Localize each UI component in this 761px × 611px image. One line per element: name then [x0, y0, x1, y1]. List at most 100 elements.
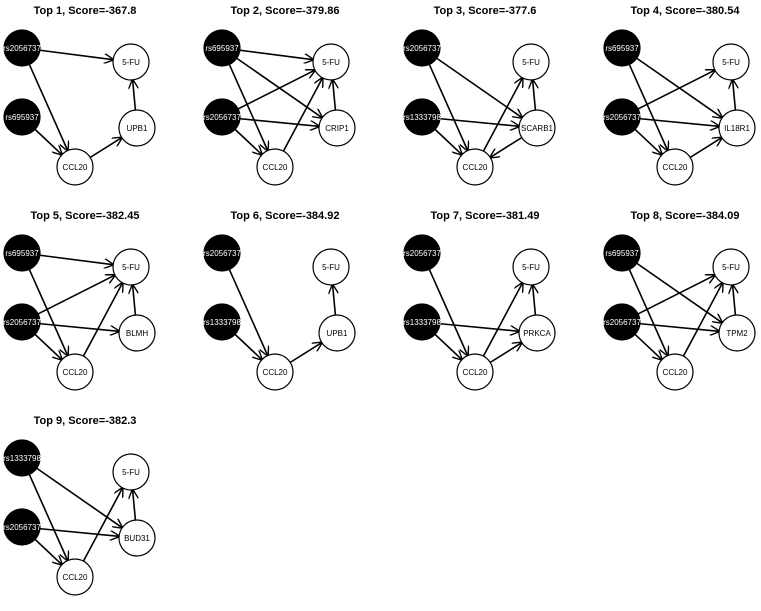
snp-node-rs2056737: rs2056737 [3, 29, 41, 67]
node-circle [3, 234, 41, 272]
node-circle [403, 234, 441, 272]
edge-CCL20-to-5-FU [481, 77, 524, 154]
gene-node-bud31: BUD31 [118, 519, 156, 557]
edge-rs2056737-to-TPM2 [637, 322, 720, 332]
panel-title: Top 7, Score=-381.49 [431, 210, 540, 222]
node-circle [256, 148, 294, 186]
node-label: CCL20 [663, 368, 688, 377]
node-circle [718, 109, 756, 147]
snp-node-rs2056737: rs2056737 [203, 98, 241, 136]
node-label: BUD31 [124, 534, 150, 543]
node-label: 5-FU [322, 263, 340, 272]
node-circle [518, 314, 556, 352]
node-label: rs1333798 [403, 113, 441, 122]
node-circle [3, 303, 41, 341]
node-circle [118, 109, 156, 147]
node-circle [603, 98, 641, 136]
edge-rs695937-to-CCL20 [33, 127, 63, 155]
node-label: PRKCA [523, 329, 551, 338]
edge-rs1333798-to-PRKCA [437, 322, 520, 332]
gene-node-prkca: PRKCA [518, 314, 556, 352]
edge-rs1333798-to-CCL20 [27, 472, 69, 562]
gene-node-il18r1: IL18R1 [718, 109, 756, 147]
edge-rs2056737-to-BUD31 [37, 527, 120, 537]
edge-rs1333798-to-SCARB1 [437, 117, 520, 127]
gene-node-5-fu: 5-FU [712, 248, 750, 286]
edge-CRIP1-to-5-FU [333, 79, 336, 113]
edge-rs1333798-to-CCL20 [433, 127, 463, 155]
node-circle [112, 43, 150, 81]
snp-node-rs2056737: rs2056737 [403, 234, 441, 272]
gene-node-ccl20: CCL20 [456, 148, 494, 186]
edge-rs2056737-to-BLMH [37, 322, 120, 332]
node-label: 5-FU [722, 58, 740, 67]
edge-CCL20-to-UPB1 [288, 342, 323, 365]
node-label: CCL20 [263, 368, 288, 377]
node-circle [112, 248, 150, 286]
edge-rs695937-to-5-FU [37, 254, 114, 265]
edge-BUD31-to-5-FU [133, 489, 136, 523]
panel-title: Top 1, Score=-367.8 [34, 5, 137, 17]
node-circle [318, 314, 356, 352]
gene-node-5-fu: 5-FU [112, 453, 150, 491]
node-circle [456, 148, 494, 186]
edge-CCL20-to-5-FU [81, 487, 124, 564]
snp-node-rs2056737: rs2056737 [203, 234, 241, 272]
network-panel-1: Top 1, Score=-367.8rs2056737rs6959375-FU… [3, 5, 156, 186]
node-circle [203, 303, 241, 341]
edge-rs695937-to-CCL20 [627, 267, 669, 357]
node-circle [656, 148, 694, 186]
node-label: rs695937 [205, 44, 239, 53]
node-circle [312, 43, 350, 81]
snp-node-rs2056737: rs2056737 [3, 508, 41, 546]
gene-node-ccl20: CCL20 [256, 148, 294, 186]
node-label: CCL20 [63, 163, 88, 172]
edge-CCL20-to-5-FU [81, 282, 124, 359]
edge-rs695937-to-CCL20 [627, 62, 669, 152]
edge-rs2056737-to-SCARB1 [434, 56, 523, 118]
node-label: 5-FU [722, 263, 740, 272]
snp-node-rs1333798: rs1333798 [403, 303, 441, 341]
node-label: 5-FU [322, 58, 340, 67]
node-label: CCL20 [463, 368, 488, 377]
edge-rs2056737-to-CCL20 [427, 267, 469, 357]
gene-node-ccl20: CCL20 [56, 353, 94, 391]
node-label: SCARB1 [521, 124, 554, 133]
node-label: rs2056737 [3, 523, 41, 532]
node-circle [712, 43, 750, 81]
node-circle [518, 109, 556, 147]
node-label: rs2056737 [3, 44, 41, 53]
node-label: 5-FU [522, 263, 540, 272]
node-label: rs695937 [5, 249, 39, 258]
gene-node-5-fu: 5-FU [312, 43, 350, 81]
edge-BLMH-to-5-FU [133, 284, 136, 318]
snp-node-rs695937: rs695937 [203, 29, 241, 67]
edge-rs2056737-to-IL18R1 [637, 117, 720, 127]
node-circle [118, 519, 156, 557]
edge-UPB1-to-5-FU [333, 284, 336, 318]
panel-title: Top 2, Score=-379.86 [231, 5, 340, 17]
node-label: rs1333798 [203, 318, 241, 327]
node-label: 5-FU [122, 468, 140, 477]
edge-rs2056737-to-5-FU [37, 49, 114, 60]
edge-SCARB1-to-5-FU [533, 79, 536, 113]
node-label: rs695937 [605, 44, 639, 53]
edge-IL18R1-to-5-FU [733, 79, 736, 113]
snp-node-rs695937: rs695937 [3, 234, 41, 272]
node-circle [203, 98, 241, 136]
snp-node-rs2056737: rs2056737 [403, 29, 441, 67]
edge-rs2056737-to-5-FU [635, 68, 716, 111]
gene-node-5-fu: 5-FU [512, 248, 550, 286]
node-circle [203, 29, 241, 67]
snp-node-rs695937: rs695937 [603, 29, 641, 67]
node-circle [603, 29, 641, 67]
network-panel-3: Top 3, Score=-377.6rs2056737rs13337985-F… [403, 5, 556, 186]
edge-rs2056737-to-5-FU [235, 68, 315, 111]
edge-rs695937-to-5-FU [237, 49, 314, 60]
node-label: rs695937 [605, 249, 639, 258]
node-circle [403, 29, 441, 67]
node-label: rs1333798 [3, 454, 41, 463]
node-circle [718, 314, 756, 352]
gene-node-ccl20: CCL20 [656, 353, 694, 391]
